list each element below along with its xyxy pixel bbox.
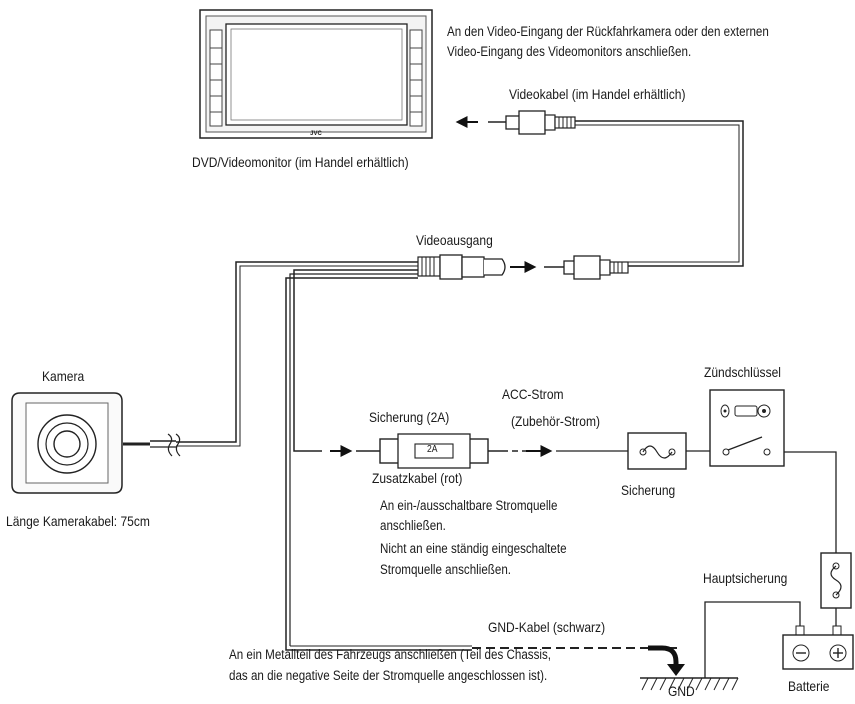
switched-note-line2: anschließen.: [380, 518, 446, 533]
gnd-label: GND: [668, 683, 695, 699]
video-cable-plug-bottom: [544, 255, 629, 280]
fuse-2a-label: Sicherung (2A): [369, 409, 450, 425]
video-output-jack: [417, 254, 506, 280]
gnd-wire: [285, 277, 472, 651]
arrow-to-ground: [648, 645, 679, 666]
camera-cable-length-label: Länge Kamerakabel: 75cm: [6, 513, 150, 529]
acc-power-label: ACC-Strom: [502, 386, 564, 402]
monitor-label: DVD/Videomonitor (im Handel erhältlich): [192, 154, 409, 170]
fuse-rating-label: 2A: [427, 444, 438, 455]
main-fuse-label: Hauptsicherung: [703, 570, 788, 586]
switched-note-line4: Stromquelle anschließen.: [380, 562, 512, 577]
fuse-holder-2a: [379, 433, 502, 469]
video-output-label: Videoausgang: [416, 232, 493, 248]
monitor-note-line1: An den Video-Eingang der Rückfahrkamera …: [447, 24, 769, 39]
dvd-monitor: [199, 9, 433, 139]
battery: [782, 625, 854, 670]
camera: [11, 392, 123, 494]
chassis-ground: [640, 677, 739, 691]
gnd-cable-label: GND-Kabel (schwarz): [488, 619, 606, 635]
switched-note-line3: Nicht an eine ständig eingeschaltete: [380, 541, 567, 556]
monitor-note-line2: Video-Eingang des Videomonitors anschlie…: [447, 44, 692, 59]
accessory-cable-label: Zusatzkabel (rot): [372, 470, 463, 486]
monitor-brand: JVC: [310, 131, 322, 137]
accessory-wire: [293, 269, 418, 452]
main-fuse: [820, 552, 852, 609]
fuse-symbol: [627, 432, 687, 470]
switched-note-line1: An ein-/ausschaltbare Stromquelle: [380, 498, 558, 513]
acc-power-sub-label: (Zubehör-Strom): [511, 413, 600, 429]
fuse-label: Sicherung: [621, 482, 676, 498]
ignition-switch: [709, 389, 785, 467]
video-cable: [575, 120, 744, 267]
camera-label: Kamera: [42, 368, 85, 384]
cable-break-mark: [167, 433, 173, 457]
chassis-note-line2: das an die negative Seite der Stromquell…: [229, 668, 548, 683]
video-cable-label: Videokabel (im Handel erhältlich): [509, 86, 686, 102]
ignition-key-label: Zündschlüssel: [704, 364, 781, 380]
video-cable-plug-top: [488, 110, 576, 135]
battery-label: Batterie: [788, 678, 830, 694]
chassis-note-line1: An ein Metallteil des Fahrzeugs anschlie…: [229, 647, 552, 662]
